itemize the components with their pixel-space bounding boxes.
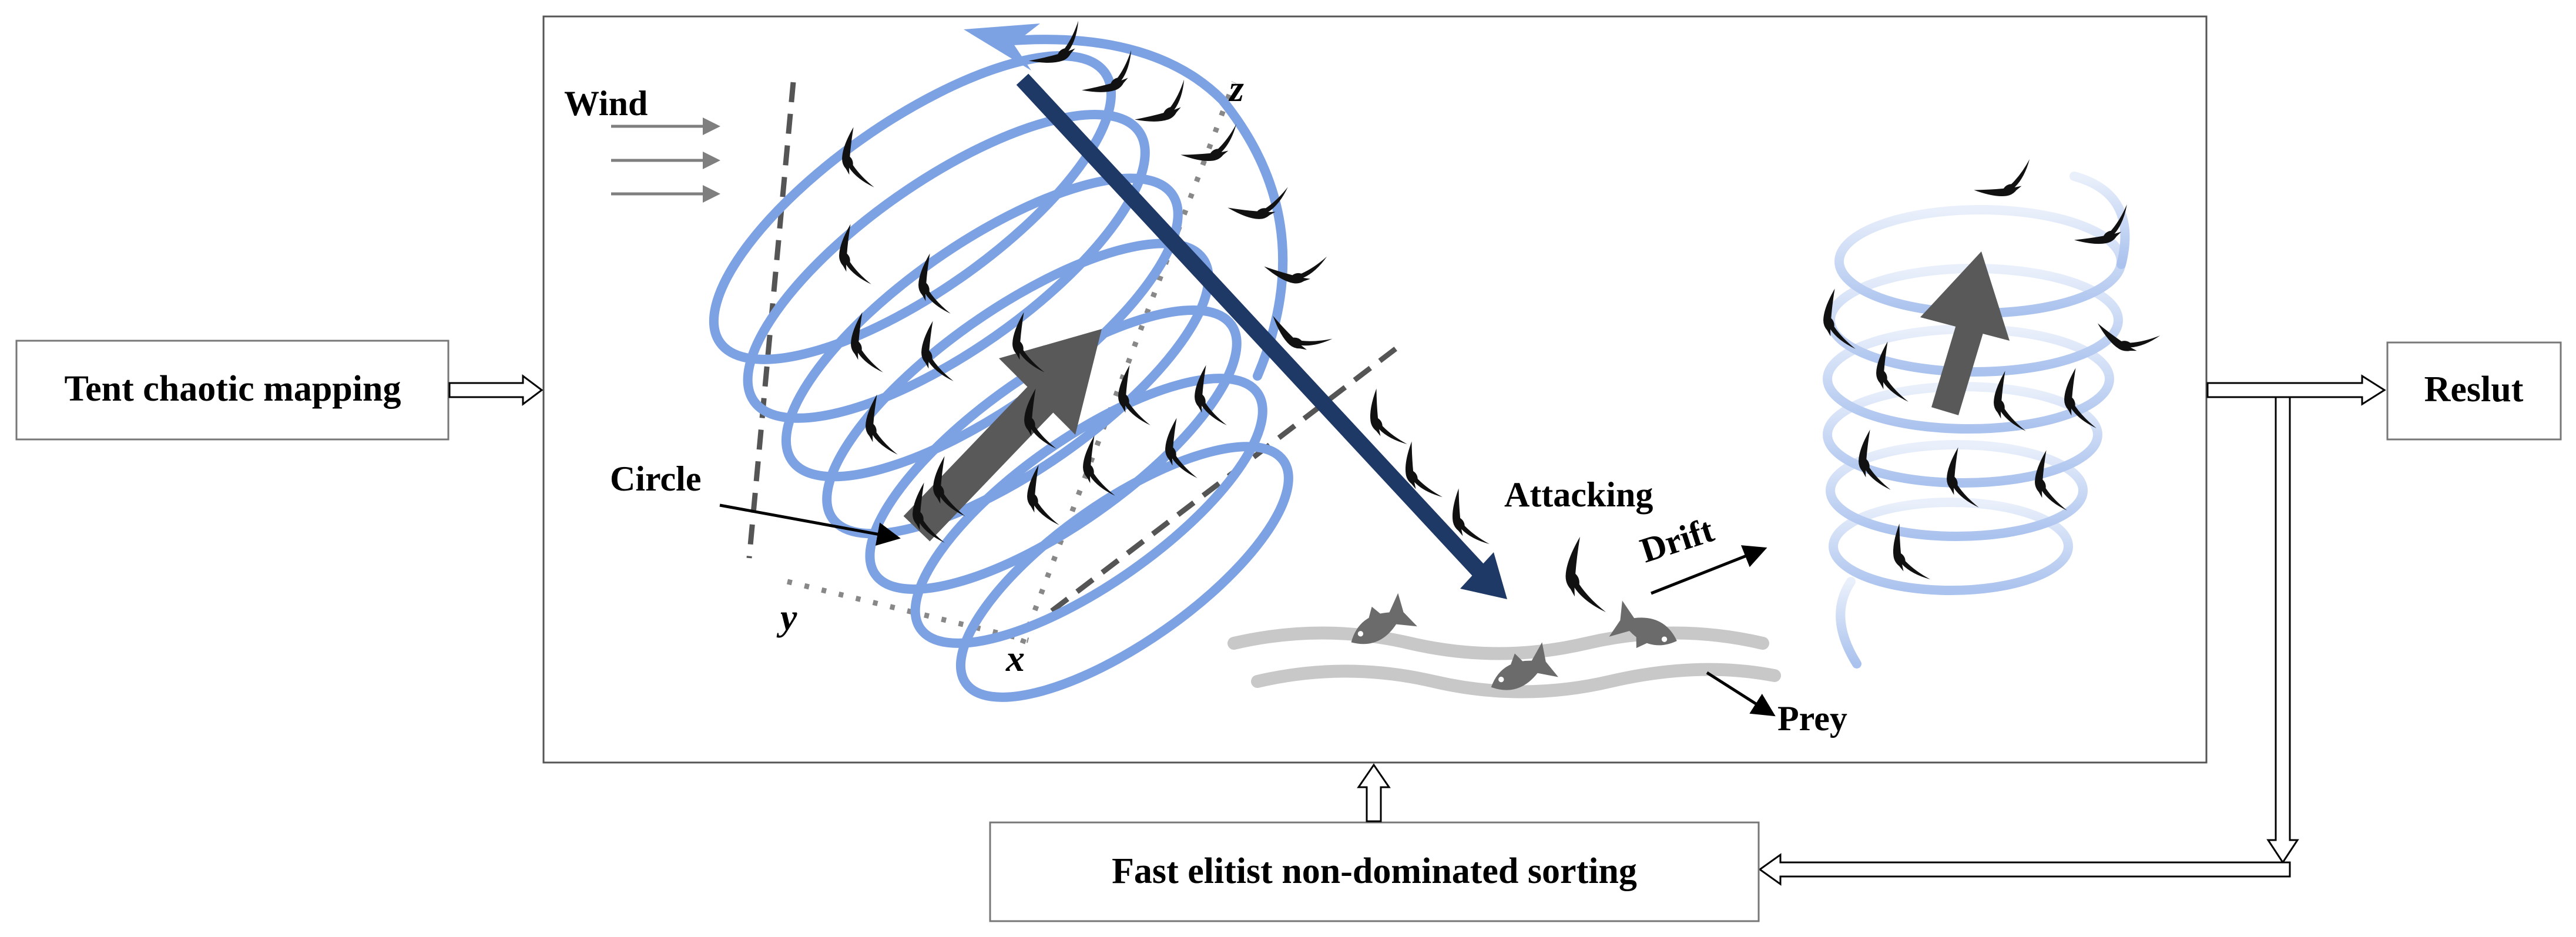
tent-chaotic-mapping-box: Tent chaotic mapping — [15, 340, 450, 441]
attack-dive-arrow — [1016, 73, 1507, 599]
circle-pointer — [719, 503, 901, 546]
tent-chaotic-mapping-label: Tent chaotic mapping — [64, 369, 401, 409]
axis-z-label: z — [1228, 68, 1244, 109]
hollow-arrow-icon — [1357, 763, 1391, 822]
hollow-arrow-icon — [2266, 396, 2299, 864]
result-label: Reslut — [2424, 370, 2524, 409]
rising-arrow-right — [1920, 251, 2010, 415]
sorting-box: Fast elitist non-dominated sorting — [989, 821, 1760, 922]
axis-x-label: x — [1005, 637, 1025, 679]
sorting-label: Fast elitist non-dominated sorting — [1112, 851, 1637, 891]
result-box: Reslut — [2386, 341, 2562, 441]
wind-label: Wind — [564, 84, 648, 123]
hollow-arrow-icon — [448, 374, 544, 406]
spiral-arrowhead — [964, 23, 1040, 70]
prey-label: Prey — [1777, 699, 1847, 738]
prey-pointer — [1706, 671, 1776, 717]
prey-waves — [1227, 626, 1781, 698]
drift-arrow — [1651, 545, 1767, 595]
hollow-arrow-icon — [2206, 374, 2386, 406]
circle-label: Circle — [610, 459, 701, 498]
attacking-label: Attacking — [1504, 475, 1653, 514]
hollow-arrow-icon — [1758, 853, 2291, 886]
wind-arrows — [611, 117, 720, 203]
circling-spiral — [709, 35, 1293, 702]
